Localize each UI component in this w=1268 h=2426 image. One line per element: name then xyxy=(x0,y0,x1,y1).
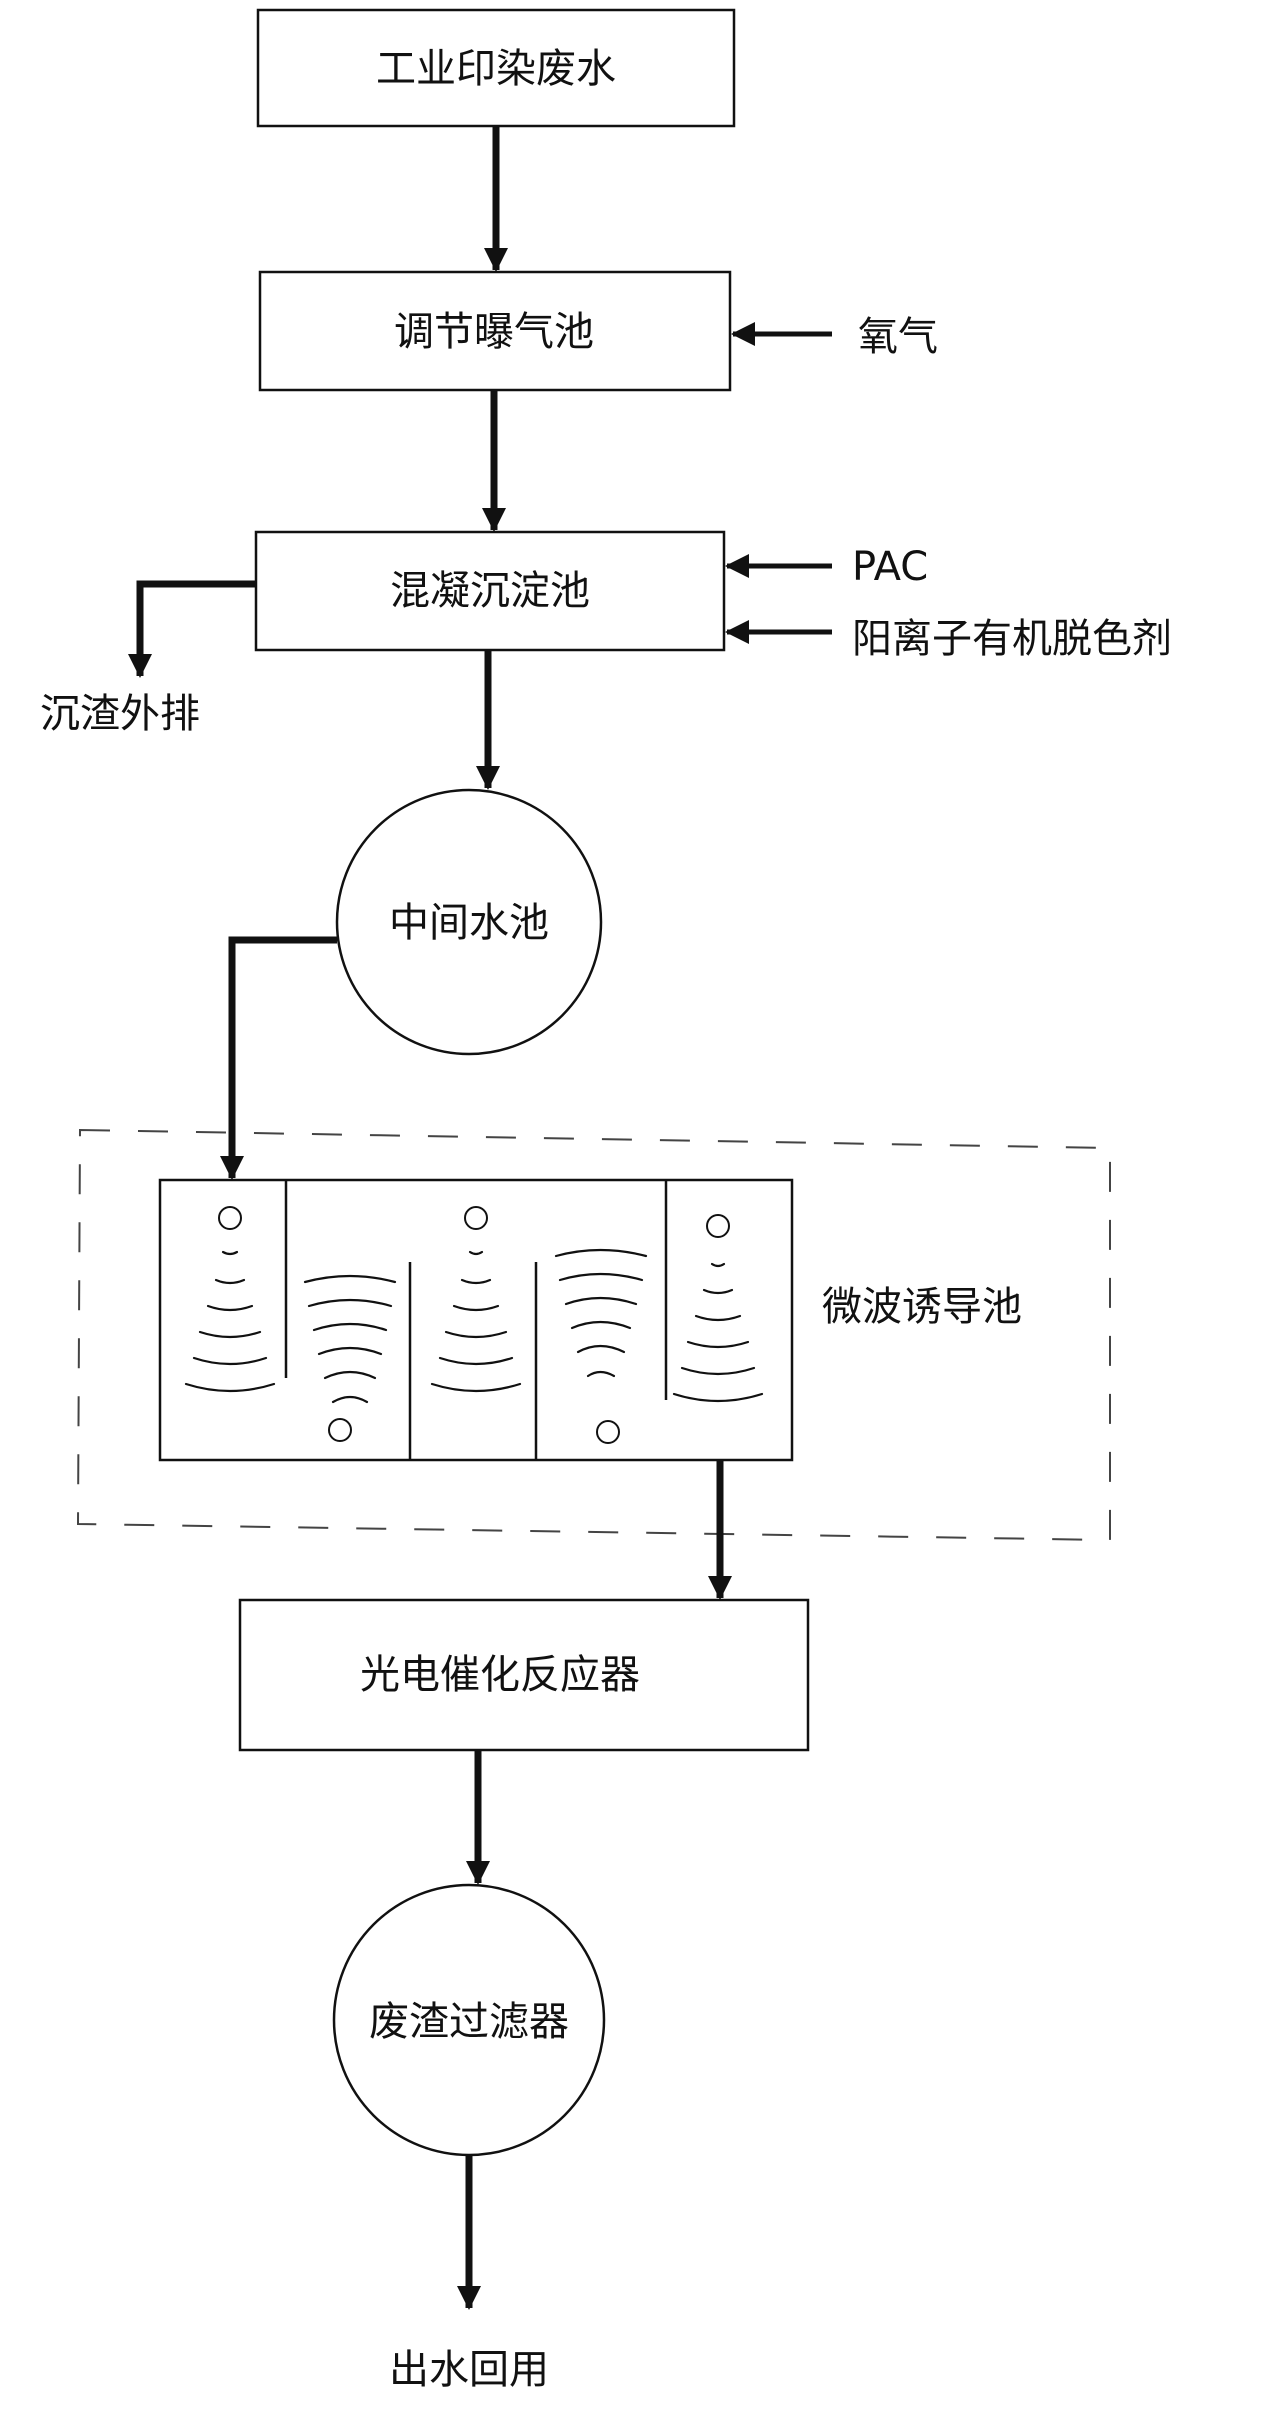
arrow-intermediate-to-microwave xyxy=(220,936,337,1180)
pac-label: PAC xyxy=(852,544,928,590)
residue-filter-label: 废渣过滤器 xyxy=(369,1999,569,2045)
sludge-label: 沉渣外排 xyxy=(40,691,200,737)
decolorant-label: 阳离子有机脱色剂 xyxy=(852,616,1172,662)
intermediate-tank-circle xyxy=(335,788,603,1056)
microwave-tank xyxy=(158,1178,794,1462)
intermediate-tank-label: 中间水池 xyxy=(389,900,549,946)
coagulation-tank-box xyxy=(254,530,726,652)
aeration-tank-box xyxy=(258,270,732,392)
photo-reactor-box xyxy=(238,1598,810,1752)
arrow-sludge-out xyxy=(128,580,256,678)
microwave-tank-label: 微波诱导池 xyxy=(822,1284,1022,1330)
aeration-tank-label: 调节曝气池 xyxy=(394,309,594,355)
reuse-label: 出水回用 xyxy=(389,2347,549,2393)
coagulation-tank-label: 混凝沉淀池 xyxy=(390,568,590,614)
oxygen-label: 氧气 xyxy=(858,314,938,360)
photo-reactor-label: 光电催化反应器 xyxy=(360,1652,640,1698)
wastewater-label: 工业印染废水 xyxy=(376,46,616,92)
wastewater-box xyxy=(256,8,736,128)
